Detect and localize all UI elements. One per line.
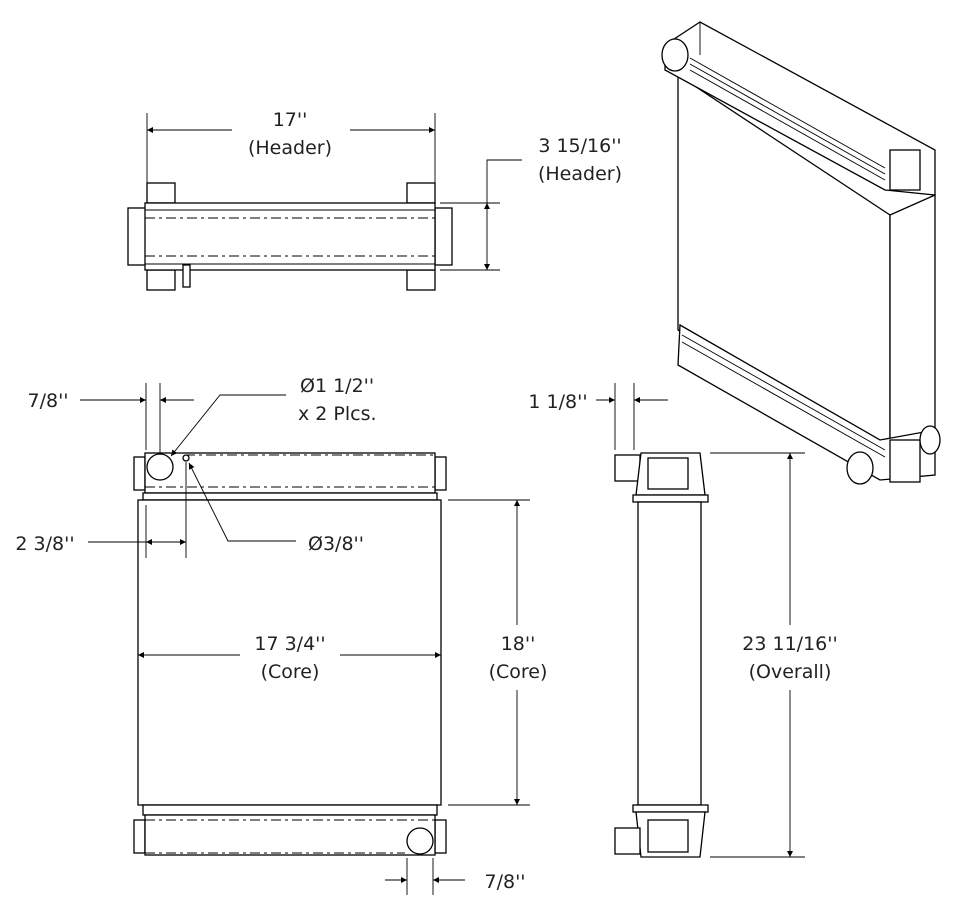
isometric-view [661,21,941,485]
inlet-diameter-label: Ø1 1/2'' [300,375,374,397]
header-width-note: (Header) [248,137,332,159]
top-view: 17'' (Header) 3 15/16'' (Header) [127,109,622,291]
overall-height-value: 23 11/16'' [742,633,837,655]
fitting-offset-label: 1 1/8'' [528,391,587,413]
header-width-value: 17'' [273,109,308,131]
front-view: 7/8'' Ø1 1/2'' x 2 Plcs. 2 3/8'' Ø3/8'' … [15,375,547,895]
inlet-qty-label: x 2 Plcs. [298,403,377,425]
header-depth-value: 3 15/16'' [538,135,621,157]
header-depth-note: (Header) [538,163,622,185]
core-height-note: (Core) [489,661,548,683]
vent-offset-label: 2 3/8'' [15,533,74,555]
core-width-value: 17 3/4'' [254,633,325,655]
overall-height-note: (Overall) [749,661,832,683]
inlet-port [146,453,174,481]
outlet-port [406,827,434,855]
vent-port [182,454,190,462]
core-width-note: (Core) [261,661,320,683]
core-height-value: 18'' [501,633,536,655]
outlet-offset-label: 7/8'' [484,871,525,893]
inlet-offset-label: 7/8'' [27,390,68,412]
side-view: 1 1/8'' 23 11/16'' (Overall) [528,383,838,858]
vent-diameter-label: Ø3/8'' [308,533,364,555]
